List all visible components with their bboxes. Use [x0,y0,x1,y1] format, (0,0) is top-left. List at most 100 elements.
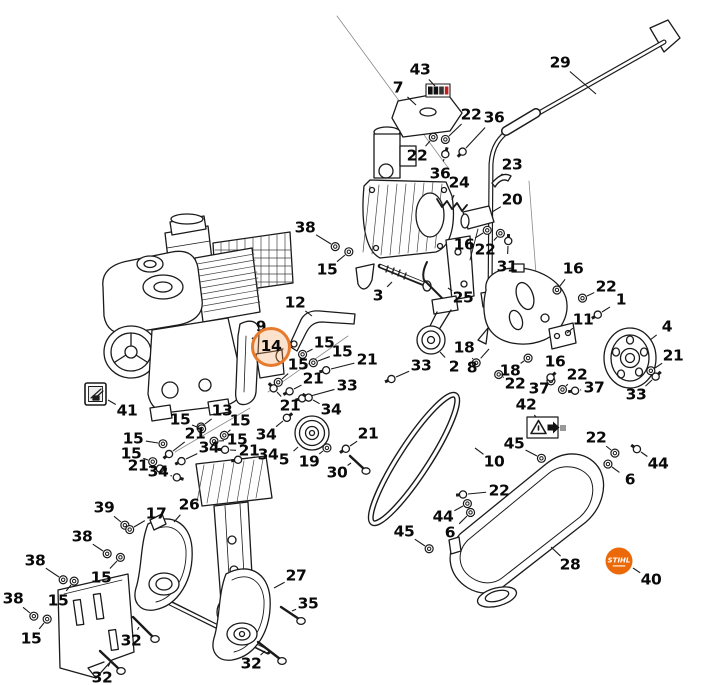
part-label-15[interactable]: 15 [47,591,69,610]
part-label-6[interactable]: 6 [444,523,456,542]
part-label-33[interactable]: 33 [410,356,432,375]
part-label-35[interactable]: 35 [297,594,319,613]
bolt-glyph [456,147,467,158]
part-label-14[interactable]: 14 [251,327,291,367]
part-label-41[interactable]: 41 [116,401,138,420]
part-label-30[interactable]: 30 [326,463,348,482]
part-label-45[interactable]: 45 [393,522,415,541]
part-label-21[interactable]: 21 [302,369,324,388]
part-label-34[interactable]: 34 [147,462,169,481]
bolt-glyph [546,371,557,382]
part-label-15[interactable]: 15 [229,411,251,430]
part-label-15[interactable]: 15 [120,444,142,463]
part-label-21[interactable]: 21 [238,441,260,460]
part-label-38[interactable]: 38 [71,527,93,546]
part-label-37[interactable]: 37 [528,379,550,398]
part-label-20[interactable]: 20 [501,190,523,209]
part-label-11[interactable]: 11 [572,310,594,329]
part-label-44[interactable]: 44 [432,507,454,526]
part-label-15[interactable]: 15 [331,342,353,361]
washer-glyph [308,358,318,368]
part-label-15[interactable]: 15 [90,568,112,587]
leader-line [550,546,561,557]
part-label-25[interactable]: 25 [452,288,474,307]
part-label-32[interactable]: 32 [91,668,113,685]
part-label-22[interactable]: 22 [406,146,428,165]
part-label-12[interactable]: 12 [284,293,306,312]
part-label-4[interactable]: 4 [661,317,673,336]
part-label-24[interactable]: 24 [448,173,470,192]
part-label-21[interactable]: 21 [184,424,206,443]
washer-glyph [42,614,52,624]
part-label-27[interactable]: 27 [285,566,307,585]
part-label-37[interactable]: 37 [583,378,605,397]
part-label-21[interactable]: 21 [279,396,301,415]
part-label-33[interactable]: 33 [625,385,647,404]
part-label-45[interactable]: 45 [503,434,525,453]
part-label-34[interactable]: 34 [257,445,279,464]
part-label-15[interactable]: 15 [287,355,309,374]
part-label-15[interactable]: 15 [226,430,248,449]
washer-glyph [125,524,135,535]
part-label-15[interactable]: 15 [313,333,335,352]
part-label-15[interactable]: 15 [169,410,191,429]
part-label-22[interactable]: 22 [474,240,496,259]
part-label-22[interactable]: 22 [504,374,526,393]
part-label-29[interactable]: 29 [549,53,571,72]
part-label-22[interactable]: 22 [488,481,510,500]
part-label-21[interactable]: 21 [662,346,684,365]
part-label-19[interactable]: 19 [298,452,320,471]
part-label-16[interactable]: 16 [544,352,566,371]
part-label-36[interactable]: 36 [429,164,451,183]
part-label-13[interactable]: 13 [211,401,233,420]
part-label-21[interactable]: 21 [357,424,379,443]
part-label-6[interactable]: 6 [624,470,636,489]
part-label-15[interactable]: 15 [122,429,144,448]
part-label-31[interactable]: 31 [496,257,518,276]
part-label-39[interactable]: 39 [93,498,115,517]
part-label-18[interactable]: 18 [453,338,475,357]
part-label-15[interactable]: 15 [20,629,42,648]
part-label-26[interactable]: 26 [178,495,200,514]
part-label-36[interactable]: 36 [483,108,505,127]
leader-line [349,440,358,447]
part-label-22[interactable]: 22 [566,365,588,384]
part-label-22[interactable]: 22 [585,428,607,447]
part-label-23[interactable]: 23 [501,155,523,174]
part-label-40[interactable]: 40 [640,570,662,589]
part-label-43[interactable]: 43 [409,60,431,79]
part-label-34[interactable]: 34 [255,425,277,444]
part-label-34[interactable]: 34 [320,400,342,419]
washer-glyph [557,384,568,395]
part-label-38[interactable]: 38 [2,589,24,608]
part-label-32[interactable]: 32 [120,631,142,650]
part-label-34[interactable]: 34 [198,438,220,457]
part-label-28[interactable]: 28 [559,555,581,574]
part-label-44[interactable]: 44 [647,454,669,473]
part-label-5[interactable]: 5 [278,450,290,469]
part-label-8[interactable]: 8 [466,358,478,377]
part-label-16[interactable]: 16 [453,235,475,254]
part-label-16[interactable]: 16 [562,259,584,278]
part-label-21[interactable]: 21 [356,350,378,369]
part-label-32[interactable]: 32 [240,654,262,673]
part-label-18[interactable]: 18 [499,361,521,380]
part-label-42[interactable]: 42 [515,395,537,414]
part-label-9[interactable]: 9 [255,317,267,336]
part-label-1[interactable]: 1 [615,290,627,309]
leader-line [317,356,331,362]
part-label-7[interactable]: 7 [392,78,404,97]
part-label-10[interactable]: 10 [483,452,505,471]
part-label-22[interactable]: 22 [460,105,482,124]
part-label-33[interactable]: 33 [336,376,358,395]
part-label-38[interactable]: 38 [294,218,316,237]
part-label-17[interactable]: 17 [145,504,167,523]
leader-line [586,292,595,297]
part-label-3[interactable]: 3 [372,286,384,305]
part-label-38[interactable]: 38 [24,551,46,570]
leader-line [291,608,297,612]
part-label-2[interactable]: 2 [448,357,460,376]
part-label-22[interactable]: 22 [595,277,617,296]
part-label-21[interactable]: 21 [127,456,149,475]
part-label-15[interactable]: 15 [316,260,338,279]
